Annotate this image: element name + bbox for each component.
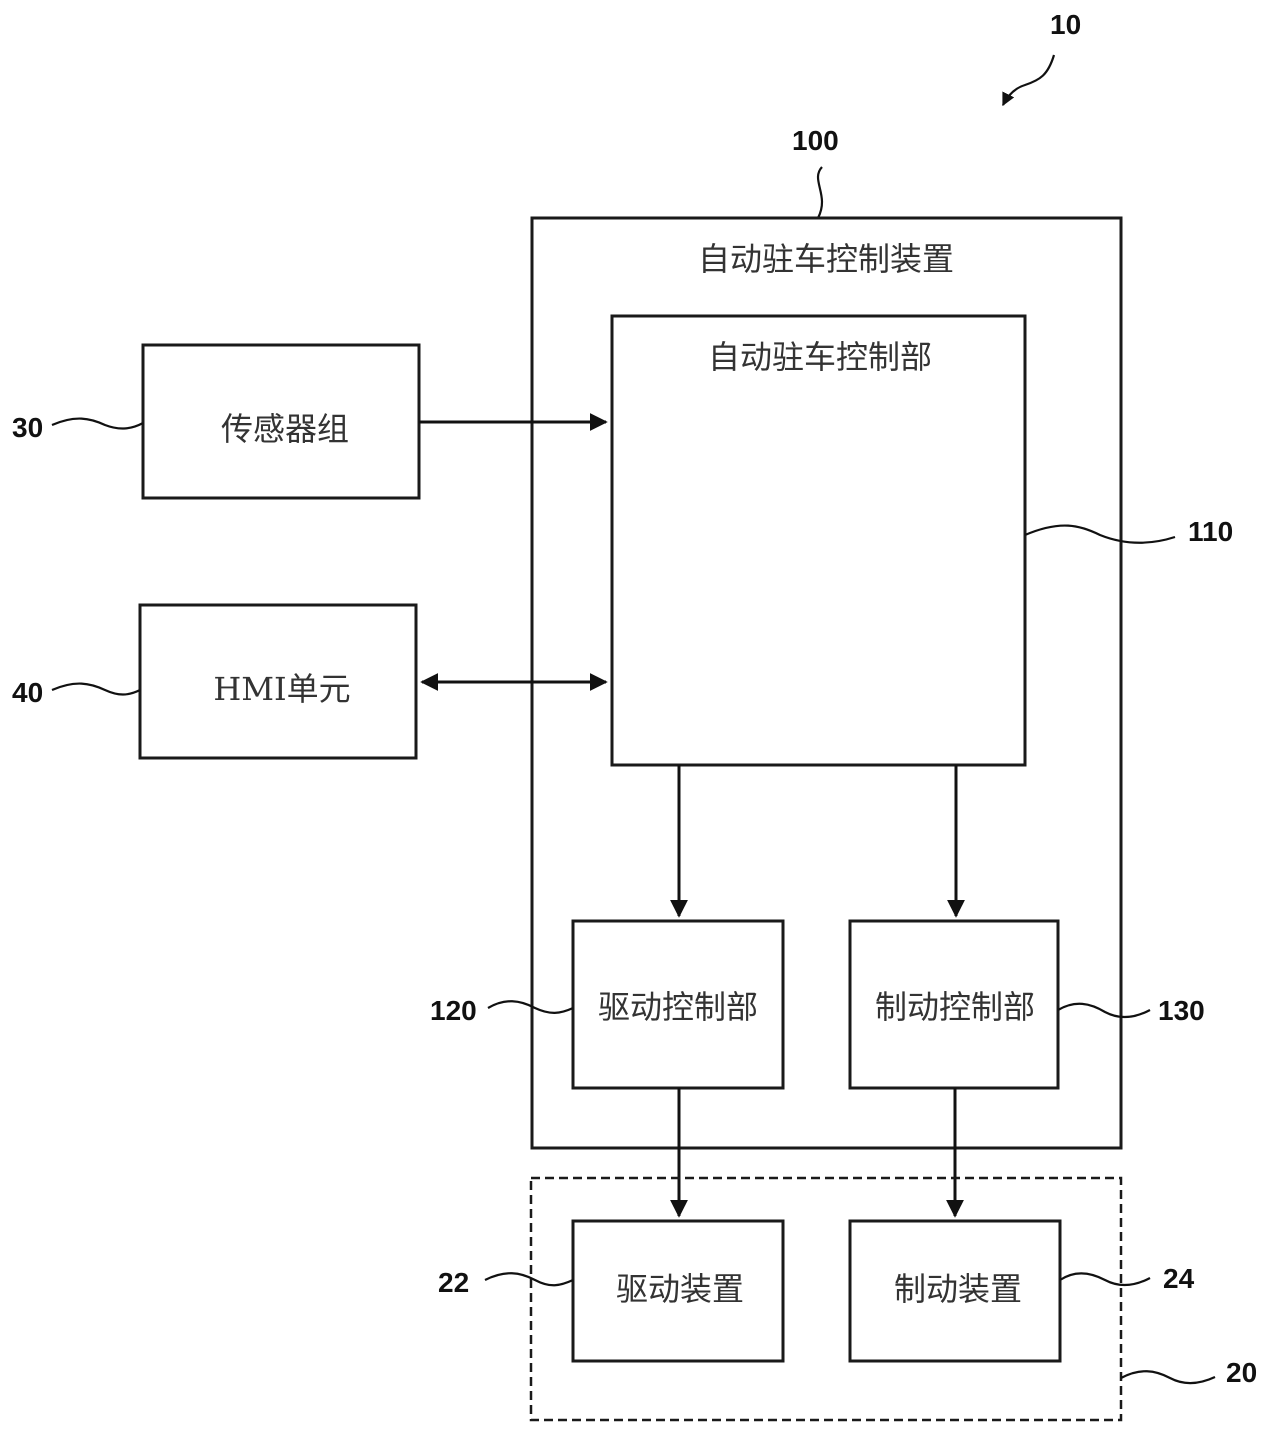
- auto-parking-controller-box: [610, 314, 1027, 767]
- sensor-group-label: 传感器组: [221, 410, 349, 448]
- leader-line-110: [1024, 524, 1176, 544]
- drive-controller-box: [571, 919, 785, 1090]
- ref-label-130: 130: [1158, 995, 1205, 1026]
- ref-label-120: 120: [430, 995, 477, 1026]
- hmi-unit-box: [138, 603, 418, 760]
- drive-controller-label: 驱动控制部: [598, 988, 758, 1026]
- leader-line-20: [1120, 1370, 1216, 1385]
- brake-device-label: 制动装置: [894, 1270, 1022, 1308]
- ref-label-22: 22: [438, 1267, 469, 1298]
- leader-line-22: [484, 1272, 574, 1287]
- ref-label-30: 30: [12, 412, 43, 443]
- ref-label-20: 20: [1226, 1357, 1257, 1388]
- auto-parking-device-label: 自动驻车控制装置: [698, 240, 954, 278]
- auto-parking-controller-label: 自动驻车控制部: [708, 338, 932, 376]
- drive-device-label: 驱动装置: [616, 1270, 744, 1308]
- leader-line-30: [51, 417, 144, 430]
- brake-controller-box: [848, 919, 1060, 1090]
- leader-line-40: [51, 682, 141, 696]
- ref-label-24: 24: [1163, 1263, 1195, 1294]
- actuator-group-dashed-box: [529, 1176, 1123, 1422]
- hmi-unit-label: HMI单元: [213, 670, 350, 708]
- brake-device-box: [848, 1219, 1062, 1363]
- leader-line-120: [487, 1000, 574, 1014]
- leader-line-130: [1057, 1002, 1151, 1019]
- drive-device-box: [571, 1219, 785, 1363]
- leader-line-24: [1059, 1272, 1151, 1287]
- system-pointer-arrow: [1002, 54, 1056, 107]
- ref-label-40: 40: [12, 677, 43, 708]
- ref-label-100: 100: [792, 125, 839, 156]
- ref-label-110: 110: [1188, 516, 1233, 547]
- ref-label-10: 10: [1050, 9, 1081, 40]
- leader-line-100: [816, 166, 824, 219]
- sensor-group-box: [141, 343, 421, 500]
- brake-controller-label: 制动控制部: [875, 988, 1035, 1026]
